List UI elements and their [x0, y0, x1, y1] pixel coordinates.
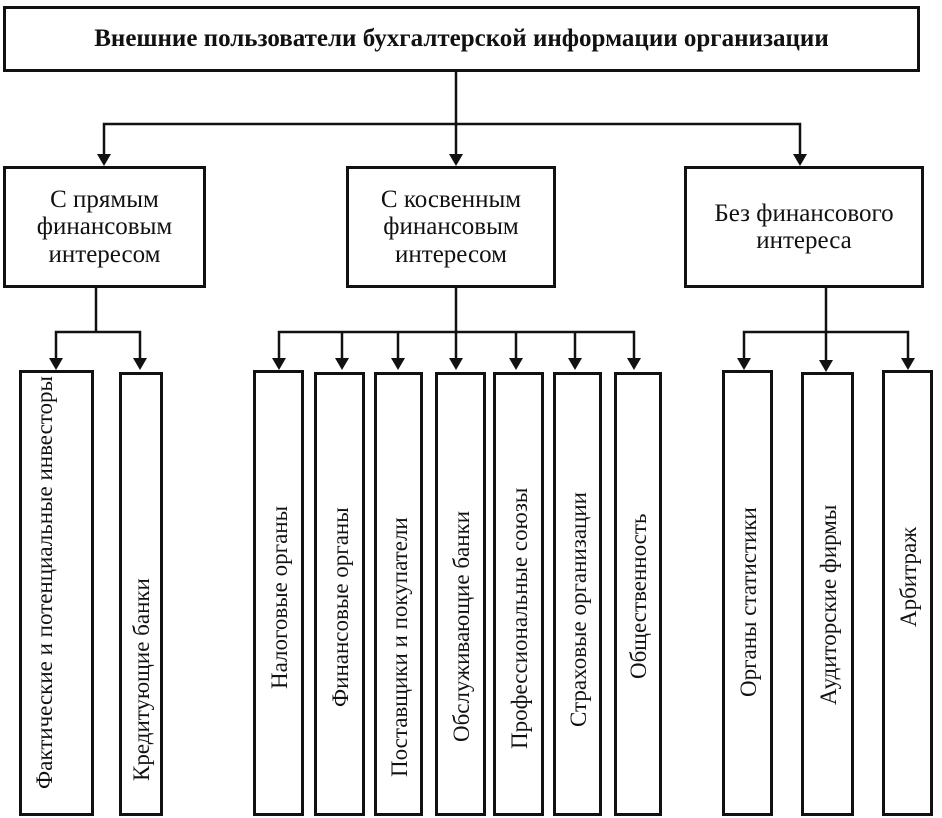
arrowhead-leaf-9 — [627, 358, 641, 370]
leaf-label: Аудиторские фирмы — [815, 504, 841, 706]
arrowhead-cat-1 — [97, 154, 111, 166]
leaf-servicing-banks: Обслуживающие банки — [435, 372, 486, 816]
leaf-audit-firms: Аудиторские фирмы — [801, 372, 854, 816]
leaf-label: Налоговые органы — [266, 506, 292, 690]
leaf-label: Фактические и потенциальные инвесторы — [32, 376, 57, 790]
leaf-financial-authorities: Финансовые органы — [314, 372, 365, 816]
leaf-investors: Фактические и потенциальные инвесторы — [19, 370, 94, 816]
leaf-insurance-companies: Страховые организации — [553, 372, 602, 816]
arrowhead-leaf-3 — [272, 358, 286, 370]
leaf-label: Обслуживающие банки — [448, 511, 474, 743]
category-no-interest: Без финансового интереса — [684, 166, 924, 288]
category-label: Без финансового интереса — [714, 199, 894, 255]
category-label: С прямым финансовым интересом — [36, 185, 173, 268]
arrowhead-leaf-8 — [568, 358, 582, 370]
title-box: Внешние пользователи бухгалтерской инфор… — [3, 6, 920, 72]
arrowhead-leaf-6 — [449, 358, 463, 370]
title-text: Внешние пользователи бухгалтерской инфор… — [94, 25, 829, 52]
leaf-arbitration: Арбитраж — [882, 370, 933, 816]
leaf-label: Профессиональные союзы — [506, 487, 532, 750]
connector-cat2-bus — [277, 330, 636, 362]
category-indirect-interest: С косвенным финансовым интересом — [346, 166, 556, 288]
connector-cat3-bus — [742, 330, 910, 362]
leaf-label: Страховые организации — [565, 492, 591, 728]
leaf-tax-authorities: Налоговые органы — [253, 370, 304, 816]
leaf-label: Органы статистики — [735, 507, 761, 698]
arrowhead-cat-3 — [793, 154, 807, 166]
category-label: С косвенным финансовым интересом — [380, 185, 522, 268]
arrowhead-leaf-2 — [133, 358, 147, 370]
leaf-label: Арбитраж — [895, 527, 921, 628]
arrowhead-leaf-10 — [737, 358, 751, 370]
leaf-statistics-bodies: Органы статистики — [722, 370, 773, 816]
arrowhead-leaf-1 — [49, 358, 63, 370]
arrowhead-leaf-5 — [391, 358, 405, 370]
connector-cat1-bus — [54, 330, 142, 362]
category-direct-interest: С прямым финансовым интересом — [3, 166, 206, 288]
leaf-label: Общественность — [626, 513, 651, 680]
arrowhead-leaf-11 — [819, 360, 833, 372]
leaf-trade-unions: Профессиональные союзы — [493, 372, 544, 816]
arrowhead-leaf-12 — [901, 358, 915, 370]
leaf-label: Поставщики и покупатели — [386, 517, 412, 778]
leaf-suppliers-buyers: Поставщики и покупатели — [374, 372, 423, 816]
leaf-lending-banks: Кредитующие банки — [119, 372, 163, 816]
leaf-public: Общественность — [614, 372, 662, 816]
arrowhead-cat-2 — [449, 154, 463, 166]
leaf-label: Кредитующие банки — [129, 578, 154, 782]
leaf-label: Финансовые органы — [327, 507, 353, 708]
arrowhead-leaf-7 — [509, 358, 523, 370]
arrowhead-leaf-4 — [335, 358, 349, 370]
connector-title-bus — [102, 122, 802, 158]
